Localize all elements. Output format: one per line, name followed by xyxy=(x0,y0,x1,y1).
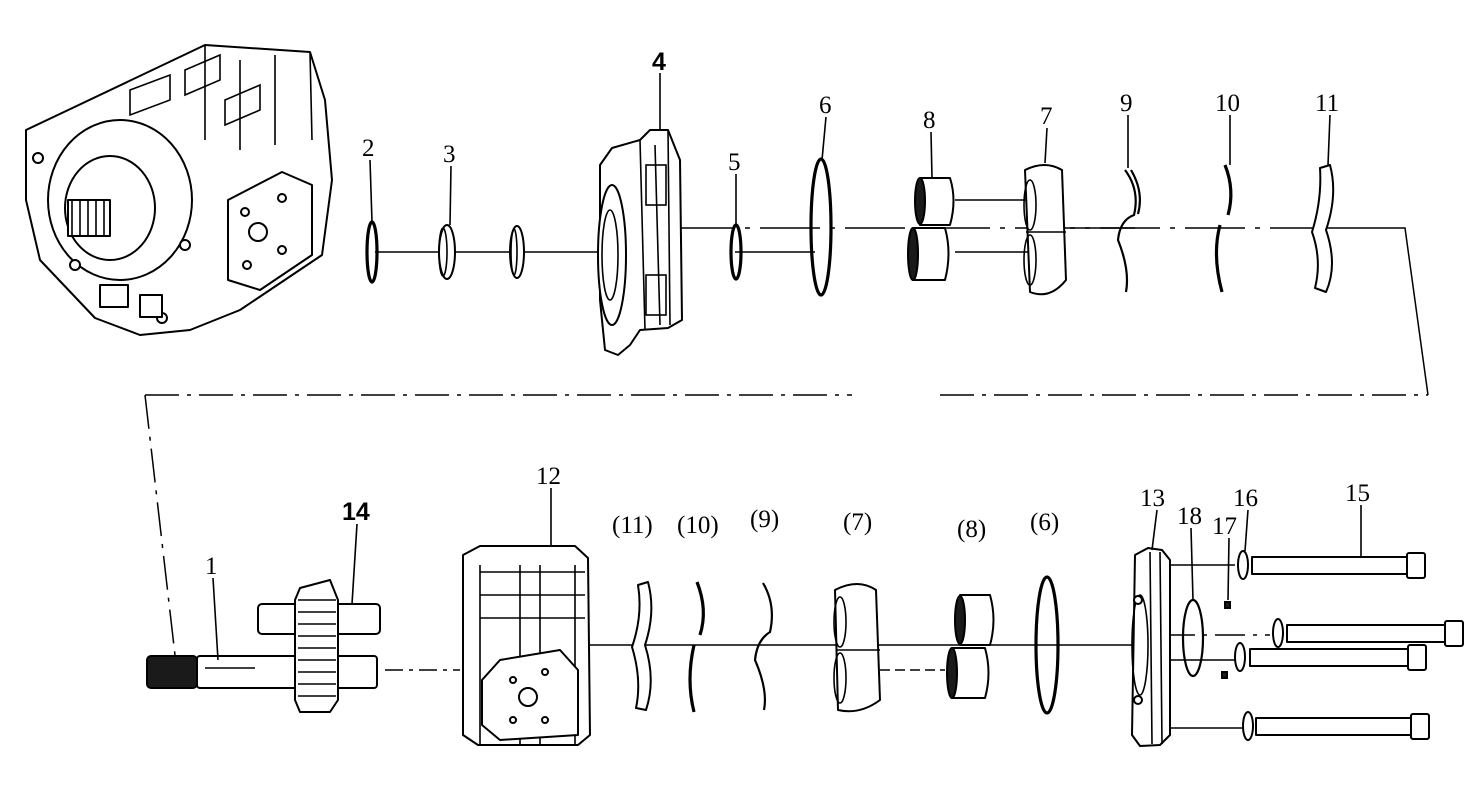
label-7: 7 xyxy=(1040,103,1053,130)
part-8-bearings xyxy=(907,177,955,281)
label-10: 10 xyxy=(1215,90,1240,117)
part-labels: 2 3 4 5 6 8 7 9 10 11 1 14 12 (11) (10) … xyxy=(205,48,1370,580)
part-11-plate xyxy=(1311,164,1335,293)
label-6: 6 xyxy=(819,92,832,119)
part-12-pump-body xyxy=(462,545,591,746)
label-4: 4 xyxy=(652,48,666,76)
part-17-pins xyxy=(1221,601,1231,679)
label-p11: (11) xyxy=(612,512,653,539)
part-18-seal xyxy=(1181,598,1205,678)
part-10-seal xyxy=(1214,164,1233,293)
label-p7: (7) xyxy=(843,509,872,536)
part-7-side-plate-second xyxy=(833,583,881,713)
label-9: 9 xyxy=(1120,90,1133,117)
part-11-plate-second xyxy=(631,581,653,711)
part-6-o-ring xyxy=(809,157,833,297)
part-4-front-cover xyxy=(597,129,683,356)
label-11: 11 xyxy=(1315,90,1339,117)
part-3-bushing xyxy=(438,224,525,280)
part-10-seal-second xyxy=(688,581,705,713)
part-9-seal-second xyxy=(753,582,773,711)
label-14: 14 xyxy=(342,498,370,526)
label-1: 1 xyxy=(205,553,218,580)
part-8-bearings-second xyxy=(946,594,995,699)
label-p9: (9) xyxy=(750,506,779,533)
part-7-side-plate xyxy=(1023,164,1067,296)
label-18: 18 xyxy=(1177,503,1202,530)
part-2-seal-ring xyxy=(365,220,379,284)
label-p10: (10) xyxy=(677,512,719,539)
part-9-seal xyxy=(1116,169,1141,293)
part-1-drive-shaft xyxy=(146,655,378,689)
top-axis-lines xyxy=(144,199,1429,656)
label-15: 15 xyxy=(1345,480,1370,507)
part-13-rear-cover xyxy=(1131,547,1171,747)
assembled-pump xyxy=(25,44,333,336)
label-8: 8 xyxy=(923,107,936,134)
label-3: 3 xyxy=(443,141,456,168)
label-12: 12 xyxy=(536,463,561,490)
label-p8: (8) xyxy=(957,516,986,543)
part-15-bolts xyxy=(1249,552,1464,740)
label-13: 13 xyxy=(1140,485,1165,512)
label-16: 16 xyxy=(1233,485,1258,512)
label-17: 17 xyxy=(1212,513,1237,540)
label-2: 2 xyxy=(362,135,375,162)
part-14-gear-pair xyxy=(257,579,381,713)
part-6-o-ring-second xyxy=(1034,575,1060,715)
label-p6: (6) xyxy=(1030,509,1059,536)
label-5: 5 xyxy=(728,149,741,176)
leader-lines xyxy=(212,73,1362,661)
part-16-washers xyxy=(1234,550,1284,741)
